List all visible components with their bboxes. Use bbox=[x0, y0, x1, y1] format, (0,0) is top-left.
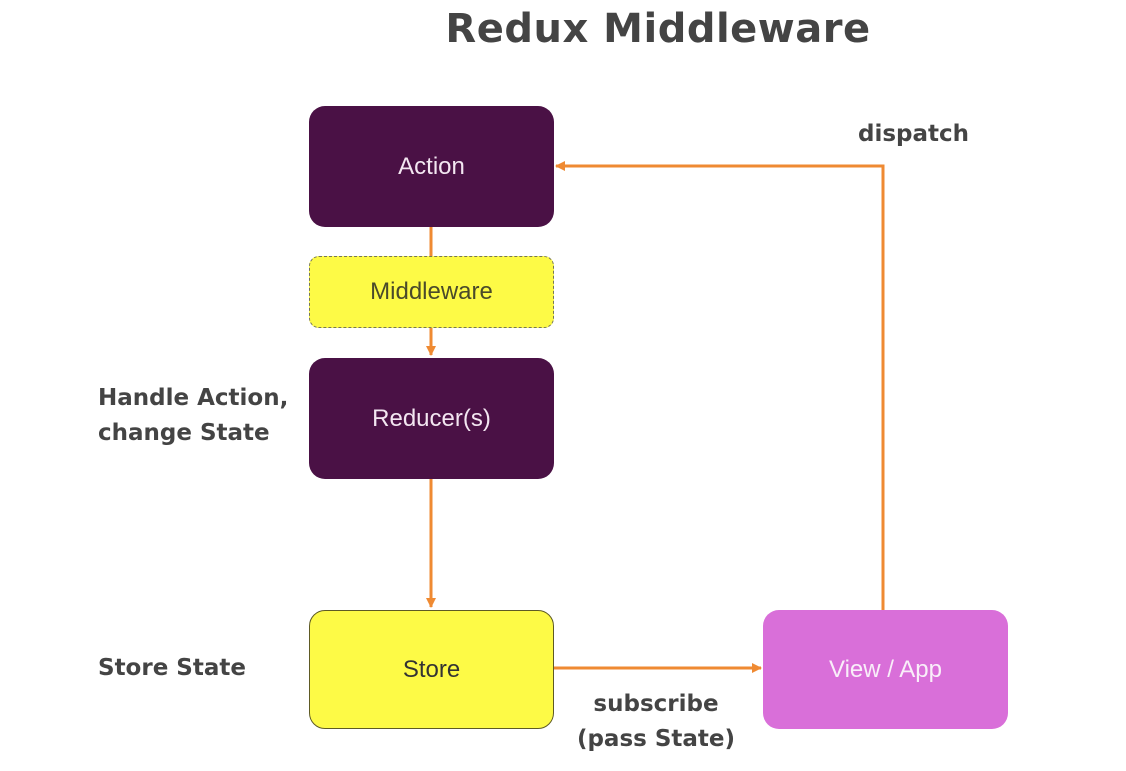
view-to-action-dispatch-arrow bbox=[555, 161, 885, 610]
reducer-node: Reducer(s) bbox=[309, 358, 554, 479]
page-title: Redux Middleware bbox=[445, 6, 871, 52]
handle-action-label-line2: change State bbox=[98, 420, 270, 446]
store-node: Store bbox=[309, 610, 554, 729]
view-app-node-label: View / App bbox=[829, 655, 942, 683]
store-node-label: Store bbox=[402, 655, 461, 683]
store-state-label: Store State bbox=[98, 655, 246, 681]
view-app-node: View / App bbox=[763, 610, 1008, 729]
middleware-node-label: Middleware bbox=[370, 278, 493, 305]
subscribe-label-line1: subscribe bbox=[593, 691, 719, 717]
action-node: Action bbox=[309, 106, 554, 227]
subscribe-label-line2: (pass State) bbox=[576, 726, 736, 752]
handle-action-label-line1: Handle Action, bbox=[98, 385, 289, 411]
action-node-label: Action bbox=[398, 152, 465, 180]
handle-action-label: Handle Action, change State bbox=[98, 381, 288, 451]
subscribe-label: subscribe (pass State) bbox=[566, 687, 746, 757]
reducer-node-label: Reducer(s) bbox=[372, 404, 491, 432]
middleware-node: Middleware bbox=[309, 256, 554, 328]
dispatch-label: dispatch bbox=[858, 121, 970, 147]
